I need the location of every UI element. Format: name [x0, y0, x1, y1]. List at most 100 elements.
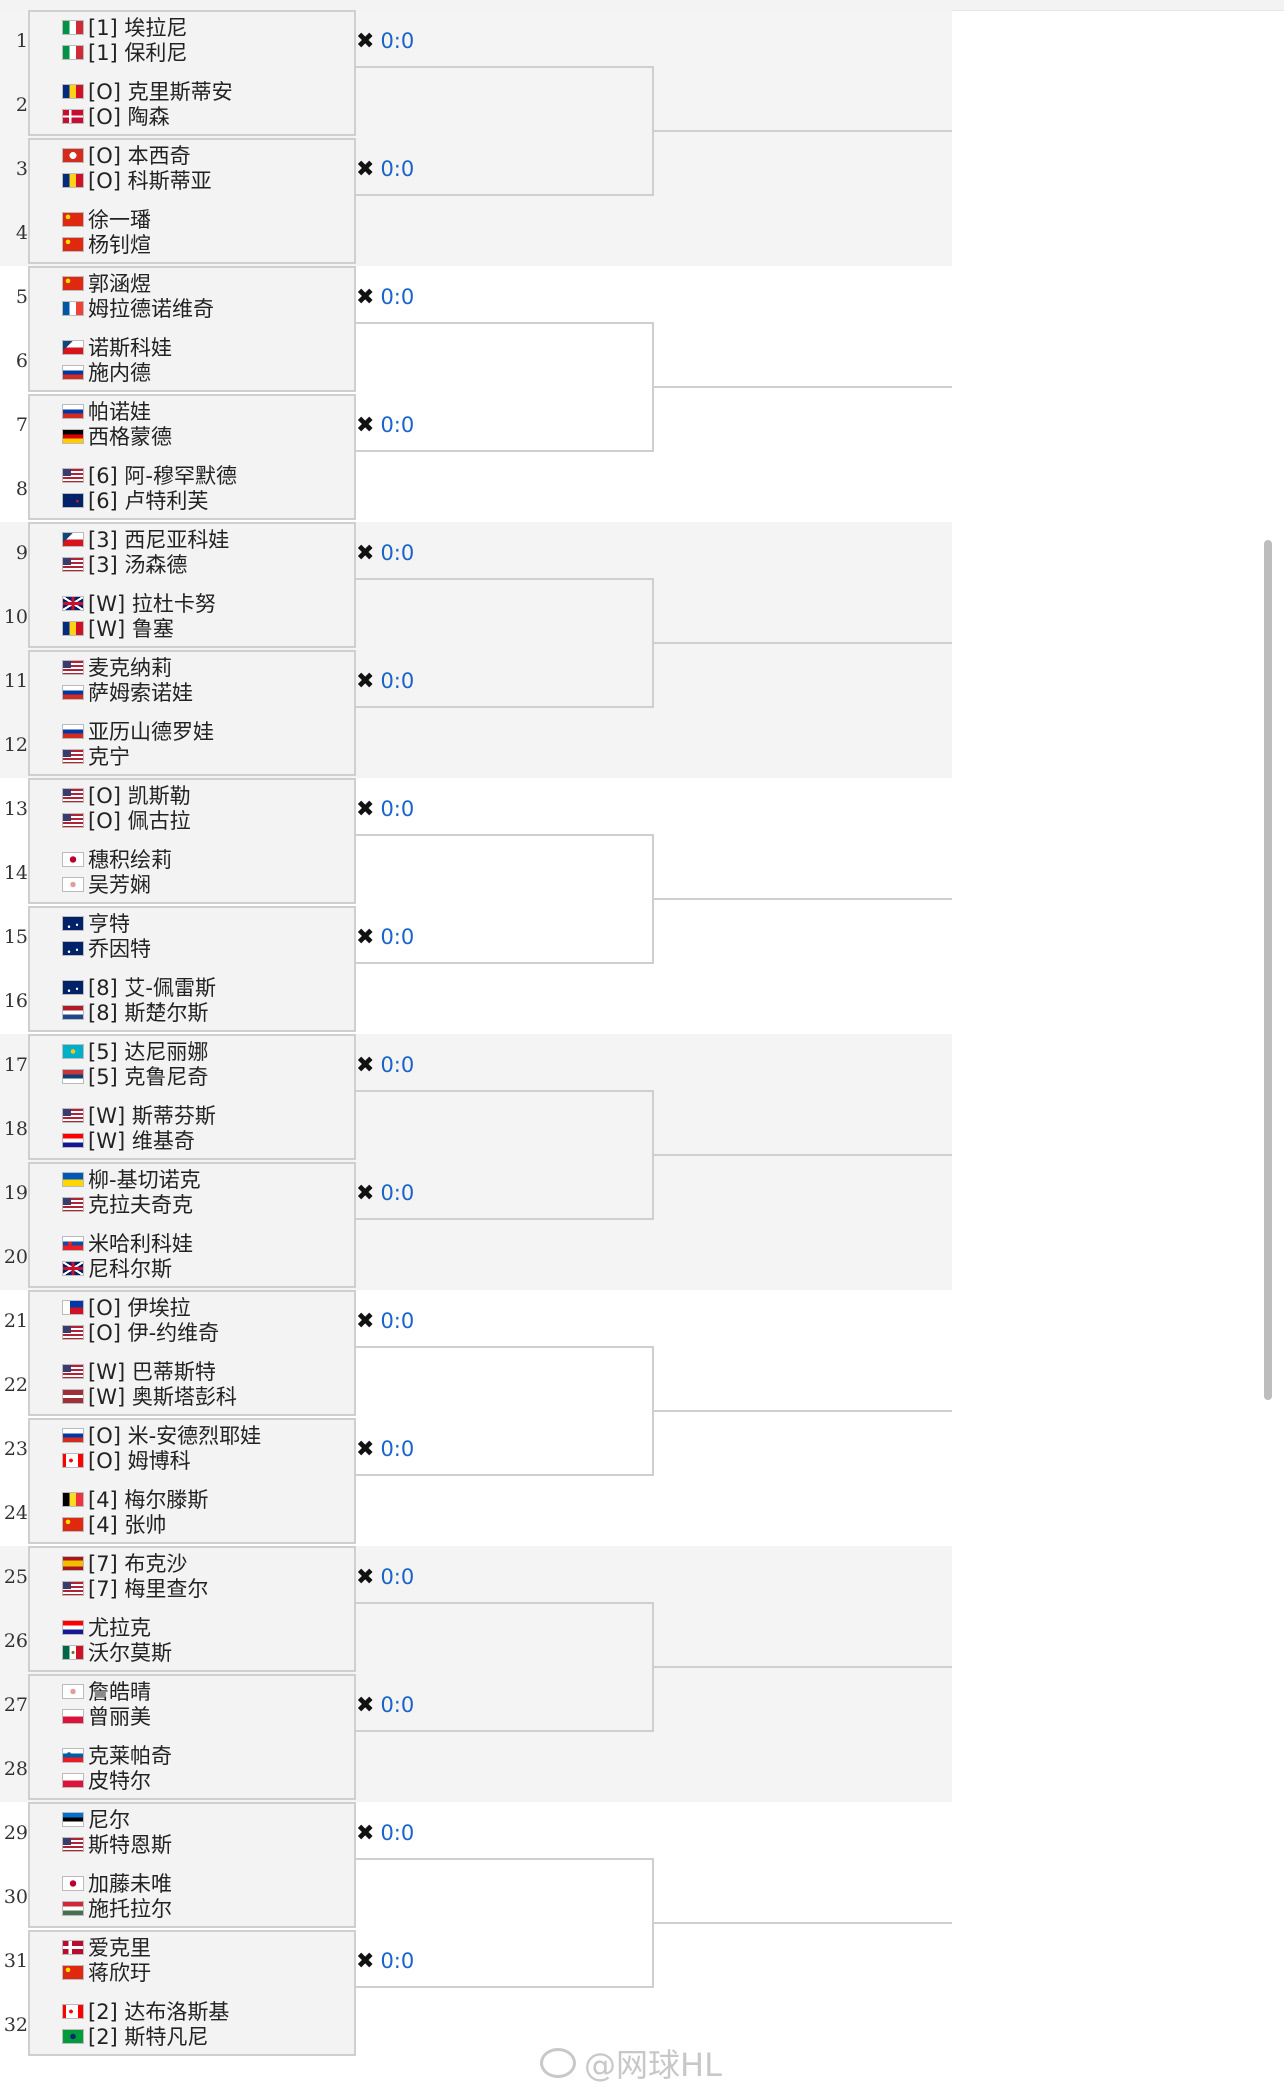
match-score[interactable]: ✖0:0 — [356, 1306, 414, 1336]
scrollbar[interactable] — [1264, 540, 1272, 1400]
player-entry[interactable]: [6] 卢特利芙 — [62, 487, 208, 513]
match-score[interactable]: ✖0:0 — [356, 794, 414, 824]
player-entry[interactable]: [O] 米-安德烈耶娃 — [62, 1422, 261, 1448]
player-entry[interactable]: [W] 拉杜卡努 — [62, 590, 216, 616]
match-score[interactable]: ✖0:0 — [356, 1818, 414, 1848]
player-entry[interactable]: 亚历山德罗娃 — [62, 718, 214, 744]
player-entry[interactable]: 徐一璠 — [62, 206, 151, 232]
draw-line[interactable]: 2[O] 克里斯蒂安[O] 陶森 — [0, 74, 360, 137]
player-entry[interactable]: [3] 西尼亚科娃 — [62, 526, 229, 552]
player-entry[interactable]: 詹皓晴 — [62, 1678, 151, 1704]
draw-line[interactable]: 18[W] 斯蒂芬斯[W] 维基奇 — [0, 1098, 360, 1161]
player-entry[interactable]: [1] 埃拉尼 — [62, 14, 187, 40]
match-score[interactable]: ✖0:0 — [356, 1562, 414, 1592]
player-entry[interactable]: [8] 艾-佩雷斯 — [62, 974, 216, 1000]
draw-line[interactable]: 9[3] 西尼亚科娃[3] 汤森德 — [0, 522, 360, 585]
player-entry[interactable]: 姆拉德诺维奇 — [62, 295, 214, 321]
player-entry[interactable]: [W] 鲁塞 — [62, 615, 174, 641]
draw-line[interactable]: 17[5] 达尼丽娜[5] 克鲁尼奇 — [0, 1034, 360, 1097]
player-entry[interactable]: 诺斯科娃 — [62, 334, 172, 360]
player-entry[interactable]: [O] 伊埃拉 — [62, 1294, 191, 1320]
player-entry[interactable]: 克莱帕奇 — [62, 1742, 172, 1768]
player-entry[interactable]: [O] 佩古拉 — [62, 807, 191, 833]
player-entry[interactable]: 斯特恩斯 — [62, 1831, 172, 1857]
player-entry[interactable]: 克拉夫奇克 — [62, 1191, 193, 1217]
player-entry[interactable]: [W] 奥斯塔彭科 — [62, 1383, 237, 1409]
player-entry[interactable]: [1] 保利尼 — [62, 39, 187, 65]
draw-line[interactable]: 16[8] 艾-佩雷斯[8] 斯楚尔斯 — [0, 970, 360, 1033]
player-entry[interactable]: 施内德 — [62, 359, 151, 385]
player-entry[interactable]: [4] 张帅 — [62, 1511, 166, 1537]
player-entry[interactable]: 穗积绘莉 — [62, 846, 172, 872]
player-entry[interactable]: [O] 凯斯勒 — [62, 782, 191, 808]
player-entry[interactable]: [O] 本西奇 — [62, 142, 191, 168]
match-score[interactable]: ✖0:0 — [356, 1946, 414, 1976]
player-entry[interactable]: 吴芳娴 — [62, 871, 151, 897]
draw-line[interactable]: 13[O] 凯斯勒[O] 佩古拉 — [0, 778, 360, 841]
player-entry[interactable]: 尤拉克 — [62, 1614, 151, 1640]
player-entry[interactable]: [2] 斯特凡尼 — [62, 2023, 208, 2049]
player-entry[interactable]: 郭涵煜 — [62, 270, 151, 296]
player-entry[interactable]: [4] 梅尔滕斯 — [62, 1486, 208, 1512]
player-entry[interactable]: 米哈利科娃 — [62, 1230, 193, 1256]
draw-line[interactable]: 10[W] 拉杜卡努[W] 鲁塞 — [0, 586, 360, 649]
draw-line[interactable]: 32[2] 达布洛斯基[2] 斯特凡尼 — [0, 1994, 360, 2057]
player-entry[interactable]: 沃尔莫斯 — [62, 1639, 172, 1665]
player-entry[interactable]: [6] 阿-穆罕默德 — [62, 462, 237, 488]
player-entry[interactable]: [W] 维基奇 — [62, 1127, 195, 1153]
player-entry[interactable]: [2] 达布洛斯基 — [62, 1998, 229, 2024]
player-entry[interactable]: 尼科尔斯 — [62, 1255, 172, 1281]
draw-line[interactable]: 25[7] 布克沙[7] 梅里查尔 — [0, 1546, 360, 1609]
player-entry[interactable]: [W] 巴蒂斯特 — [62, 1358, 216, 1384]
player-entry[interactable]: [O] 科斯蒂亚 — [62, 167, 212, 193]
match-score[interactable]: ✖0:0 — [356, 26, 414, 56]
match-score[interactable]: ✖0:0 — [356, 1690, 414, 1720]
player-entry[interactable]: 帕诺娃 — [62, 398, 151, 424]
player-entry[interactable]: 克宁 — [62, 743, 130, 769]
match-score[interactable]: ✖0:0 — [356, 538, 414, 568]
match-score[interactable]: ✖0:0 — [356, 666, 414, 696]
draw-line[interactable]: 24[4] 梅尔滕斯[4] 张帅 — [0, 1482, 360, 1545]
match-score[interactable]: ✖0:0 — [356, 1434, 414, 1464]
player-entry[interactable]: 皮特尔 — [62, 1767, 151, 1793]
match-score[interactable]: ✖0:0 — [356, 922, 414, 952]
draw-line[interactable]: 8[6] 阿-穆罕默德[6] 卢特利芙 — [0, 458, 360, 521]
player-entry[interactable]: 西格蒙德 — [62, 423, 172, 449]
match-score[interactable]: ✖0:0 — [356, 282, 414, 312]
draw-line[interactable]: 23[O] 米-安德烈耶娃[O] 姆博科 — [0, 1418, 360, 1481]
player-entry[interactable]: 杨钊煊 — [62, 231, 151, 257]
player-entry[interactable]: [7] 梅里查尔 — [62, 1575, 208, 1601]
player-entry[interactable]: [7] 布克沙 — [62, 1550, 187, 1576]
player-entry[interactable]: [5] 达尼丽娜 — [62, 1038, 208, 1064]
player-entry[interactable]: 爱克里 — [62, 1934, 151, 1960]
player-entry[interactable]: 亨特 — [62, 910, 130, 936]
player-entry[interactable]: 曾丽美 — [62, 1703, 151, 1729]
match-score[interactable]: ✖0:0 — [356, 1050, 414, 1080]
player-entry[interactable]: 萨姆索诺娃 — [62, 679, 193, 705]
player-entry[interactable]: [3] 汤森德 — [62, 551, 187, 577]
draw-line[interactable]: 3[O] 本西奇[O] 科斯蒂亚 — [0, 138, 360, 201]
player-entry[interactable]: 尼尔 — [62, 1806, 130, 1832]
draw-line[interactable]: 21[O] 伊埃拉[O] 伊-约维奇 — [0, 1290, 360, 1353]
player-entry[interactable]: [O] 伊-约维奇 — [62, 1319, 219, 1345]
player-entry[interactable]: 麦克纳莉 — [62, 654, 172, 680]
player-entry[interactable]: 加藤未唯 — [62, 1870, 172, 1896]
player-entry[interactable]: 柳-基切诺克 — [62, 1166, 201, 1192]
player-entry[interactable]: 施托拉尔 — [62, 1895, 172, 1921]
player-entry[interactable]: [8] 斯楚尔斯 — [62, 999, 208, 1025]
player-entry[interactable]: 蒋欣玗 — [62, 1959, 151, 1985]
player-entry[interactable]: 乔因特 — [62, 935, 151, 961]
